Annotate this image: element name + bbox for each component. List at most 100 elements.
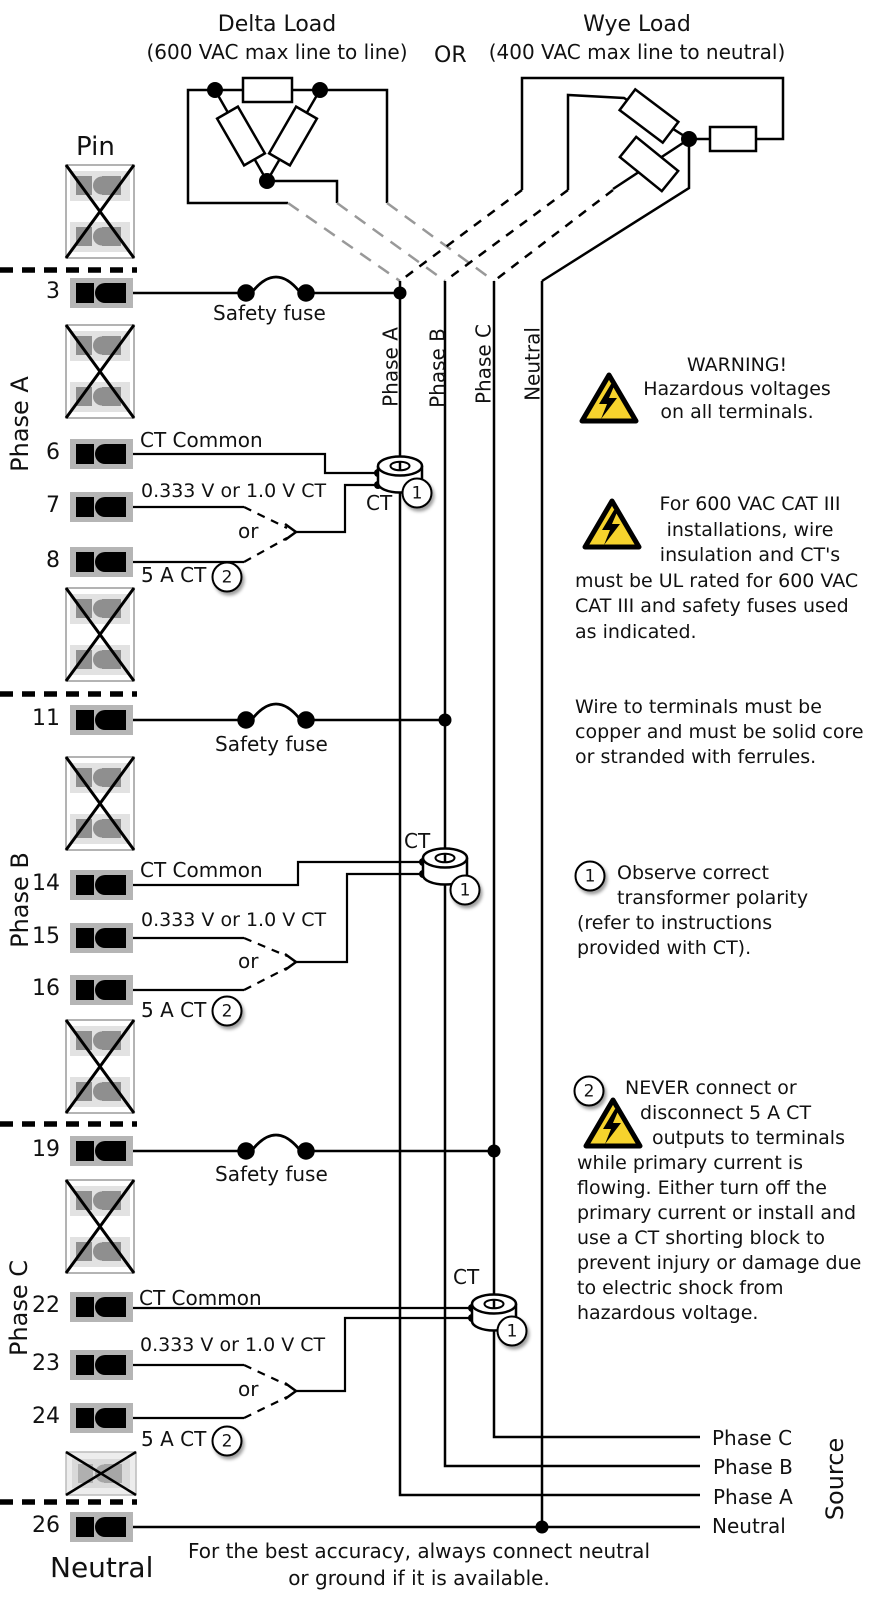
never-note-line: use a CT shorting block to: [577, 1227, 826, 1249]
voltage-ct-label-b: 0.333 V or 1.0 V CT: [141, 909, 327, 931]
or-label-c: or: [238, 1377, 259, 1401]
warning-note-line: Hazardous voltages: [643, 377, 831, 400]
polarity-note: Observe correct transformer polarity (re…: [577, 861, 808, 961]
source-label: Source: [821, 1437, 850, 1521]
never-note-line: outputs to terminals: [652, 1127, 845, 1149]
safety-fuse-a: [126, 275, 400, 302]
crossed-terminal-block: [64, 1178, 136, 1275]
safety-fuse-label-b: Safety fuse: [215, 732, 328, 756]
main-wires: [126, 281, 700, 1529]
safety-fuse-label-c: Safety fuse: [215, 1162, 328, 1186]
cat3-note: For 600 VAC CAT III installations, wire …: [575, 492, 859, 645]
cat3-note-line: For 600 VAC CAT III: [659, 493, 841, 515]
cat3-note-line: CAT III and safety fuses used: [575, 595, 849, 617]
never-note-line: flowing. Either turn off the: [577, 1177, 827, 1199]
ct-wiring-phase-a: [126, 452, 382, 564]
ct-wiring-phase-c: [126, 1304, 476, 1420]
wye-resistor-upper: [617, 87, 681, 145]
crossed-terminal-block: [64, 163, 136, 260]
pin-number-16: 16: [32, 976, 60, 1001]
note-2-badge-5act-a: 2: [211, 561, 243, 593]
terminal-pin-16: [70, 975, 133, 1005]
ct-label-b: CT: [404, 829, 431, 853]
pin-number-6: 6: [46, 440, 60, 465]
never-disconnect-note: NEVER connect or disconnect 5 A CT outpu…: [577, 1076, 861, 1326]
accuracy-footer-line: For the best accuracy, always connect ne…: [187, 1539, 650, 1563]
never-note-line: to electric shock from: [577, 1277, 784, 1299]
cat3-note-line: must be UL rated for 600 VAC: [575, 569, 859, 592]
phase-c-wire-label: Phase C: [471, 323, 496, 405]
separator-dashes: [0, 267, 137, 1505]
safety-fuse-b: [126, 702, 445, 729]
terminal-pin-23: [70, 1350, 133, 1380]
crossed-terminal-block: [64, 755, 136, 852]
pin-number-7: 7: [46, 493, 60, 518]
phase-a-wire: [398, 281, 700, 1497]
accuracy-footer-line: or ground if it is available.: [288, 1566, 550, 1590]
phase-a-wire-label: Phase A: [378, 327, 403, 407]
pin-number-26: 26: [32, 1513, 60, 1538]
source-neutral-label: Neutral: [712, 1514, 786, 1538]
or-arrow-icon: [284, 522, 299, 542]
terminal-pin-14: [70, 870, 133, 900]
wye-load-circuit: [520, 76, 785, 283]
copper-wire-note: Wire to terminals must be copper and mus…: [575, 695, 864, 770]
terminal-pin-6: [70, 439, 133, 469]
polarity-note-line: transformer polarity: [617, 887, 809, 909]
wye-load-title: Wye Load: [583, 12, 691, 37]
note-1-badge-ct-c: 1: [496, 1315, 528, 1347]
never-note-line: NEVER connect or: [625, 1077, 797, 1099]
note-2-badge-5act-b: 2: [211, 995, 243, 1027]
never-note-line: primary current or install and: [577, 1202, 857, 1224]
source-phase-c-label: Phase C: [712, 1426, 793, 1450]
terminal-pin-3: [70, 278, 133, 308]
ct-wiring-phase-b: [126, 858, 427, 992]
pin-number-22: 22: [32, 1293, 60, 1318]
warning-note: WARNING! Hazardous voltages on all termi…: [612, 354, 862, 425]
terminal-pin-22: [70, 1292, 133, 1322]
warning-note-line: WARNING!: [686, 354, 788, 376]
terminal-pin-24: [70, 1403, 133, 1433]
copper-wire-note-line: Wire to terminals must be: [575, 696, 822, 718]
phase-b-wire-label: Phase B: [425, 328, 450, 408]
neutral-terminal-label: Neutral: [50, 1551, 154, 1584]
cat3-note-line: installations, wire: [666, 518, 834, 541]
note-2-badge-5act-c: 2: [211, 1425, 243, 1457]
neutral-wire-label: Neutral: [520, 327, 545, 401]
copper-wire-note-line: or stranded with ferrules.: [575, 746, 817, 768]
delta-load-circuit: [186, 76, 389, 205]
delta-load-subtitle: (600 VAC max line to line): [146, 40, 408, 64]
delta-load-title: Delta Load: [217, 12, 337, 37]
wye-resistor-lower: [618, 135, 680, 193]
never-note-line: hazardous voltage.: [577, 1302, 759, 1324]
delta-resistor-right: [267, 104, 319, 168]
polarity-note-line: Observe correct: [617, 862, 769, 884]
polarity-note-line: (refer to instructions: [577, 912, 773, 934]
terminal-pin-11: [70, 705, 133, 735]
pin-number-14: 14: [32, 871, 60, 896]
pin-number-3: 3: [46, 279, 60, 304]
safety-fuse-c: [126, 1133, 494, 1160]
note-1-badge-ct-a: 1: [401, 477, 433, 509]
or-arrow-icon: [284, 952, 299, 972]
five-a-ct-label-c: 5 A CT: [141, 1427, 207, 1451]
warning-note-line: on all terminals.: [660, 401, 814, 423]
polarity-note-line: provided with CT).: [577, 937, 752, 959]
voltage-ct-label-c: 0.333 V or 1.0 V CT: [140, 1334, 326, 1356]
wye-resistor-right: [708, 125, 758, 153]
crossed-terminal-block: [64, 1018, 136, 1115]
ct-common-label-a: CT Common: [140, 428, 263, 452]
or-choice-label: OR: [434, 43, 467, 68]
ct-label-c: CT: [453, 1265, 480, 1289]
or-arrow-icon: [284, 1381, 299, 1401]
never-note-line: while primary current is: [577, 1152, 804, 1174]
cat3-note-line: as indicated.: [575, 620, 697, 643]
delta-node-dots: [207, 82, 328, 189]
never-note-line: disconnect 5 A CT: [640, 1102, 812, 1124]
or-label-a: or: [238, 519, 259, 543]
terminal-pin-19: [70, 1136, 133, 1166]
pin-number-23: 23: [32, 1351, 60, 1376]
five-a-ct-label-b: 5 A CT: [141, 998, 207, 1022]
pin-column-header: Pin: [76, 132, 115, 162]
